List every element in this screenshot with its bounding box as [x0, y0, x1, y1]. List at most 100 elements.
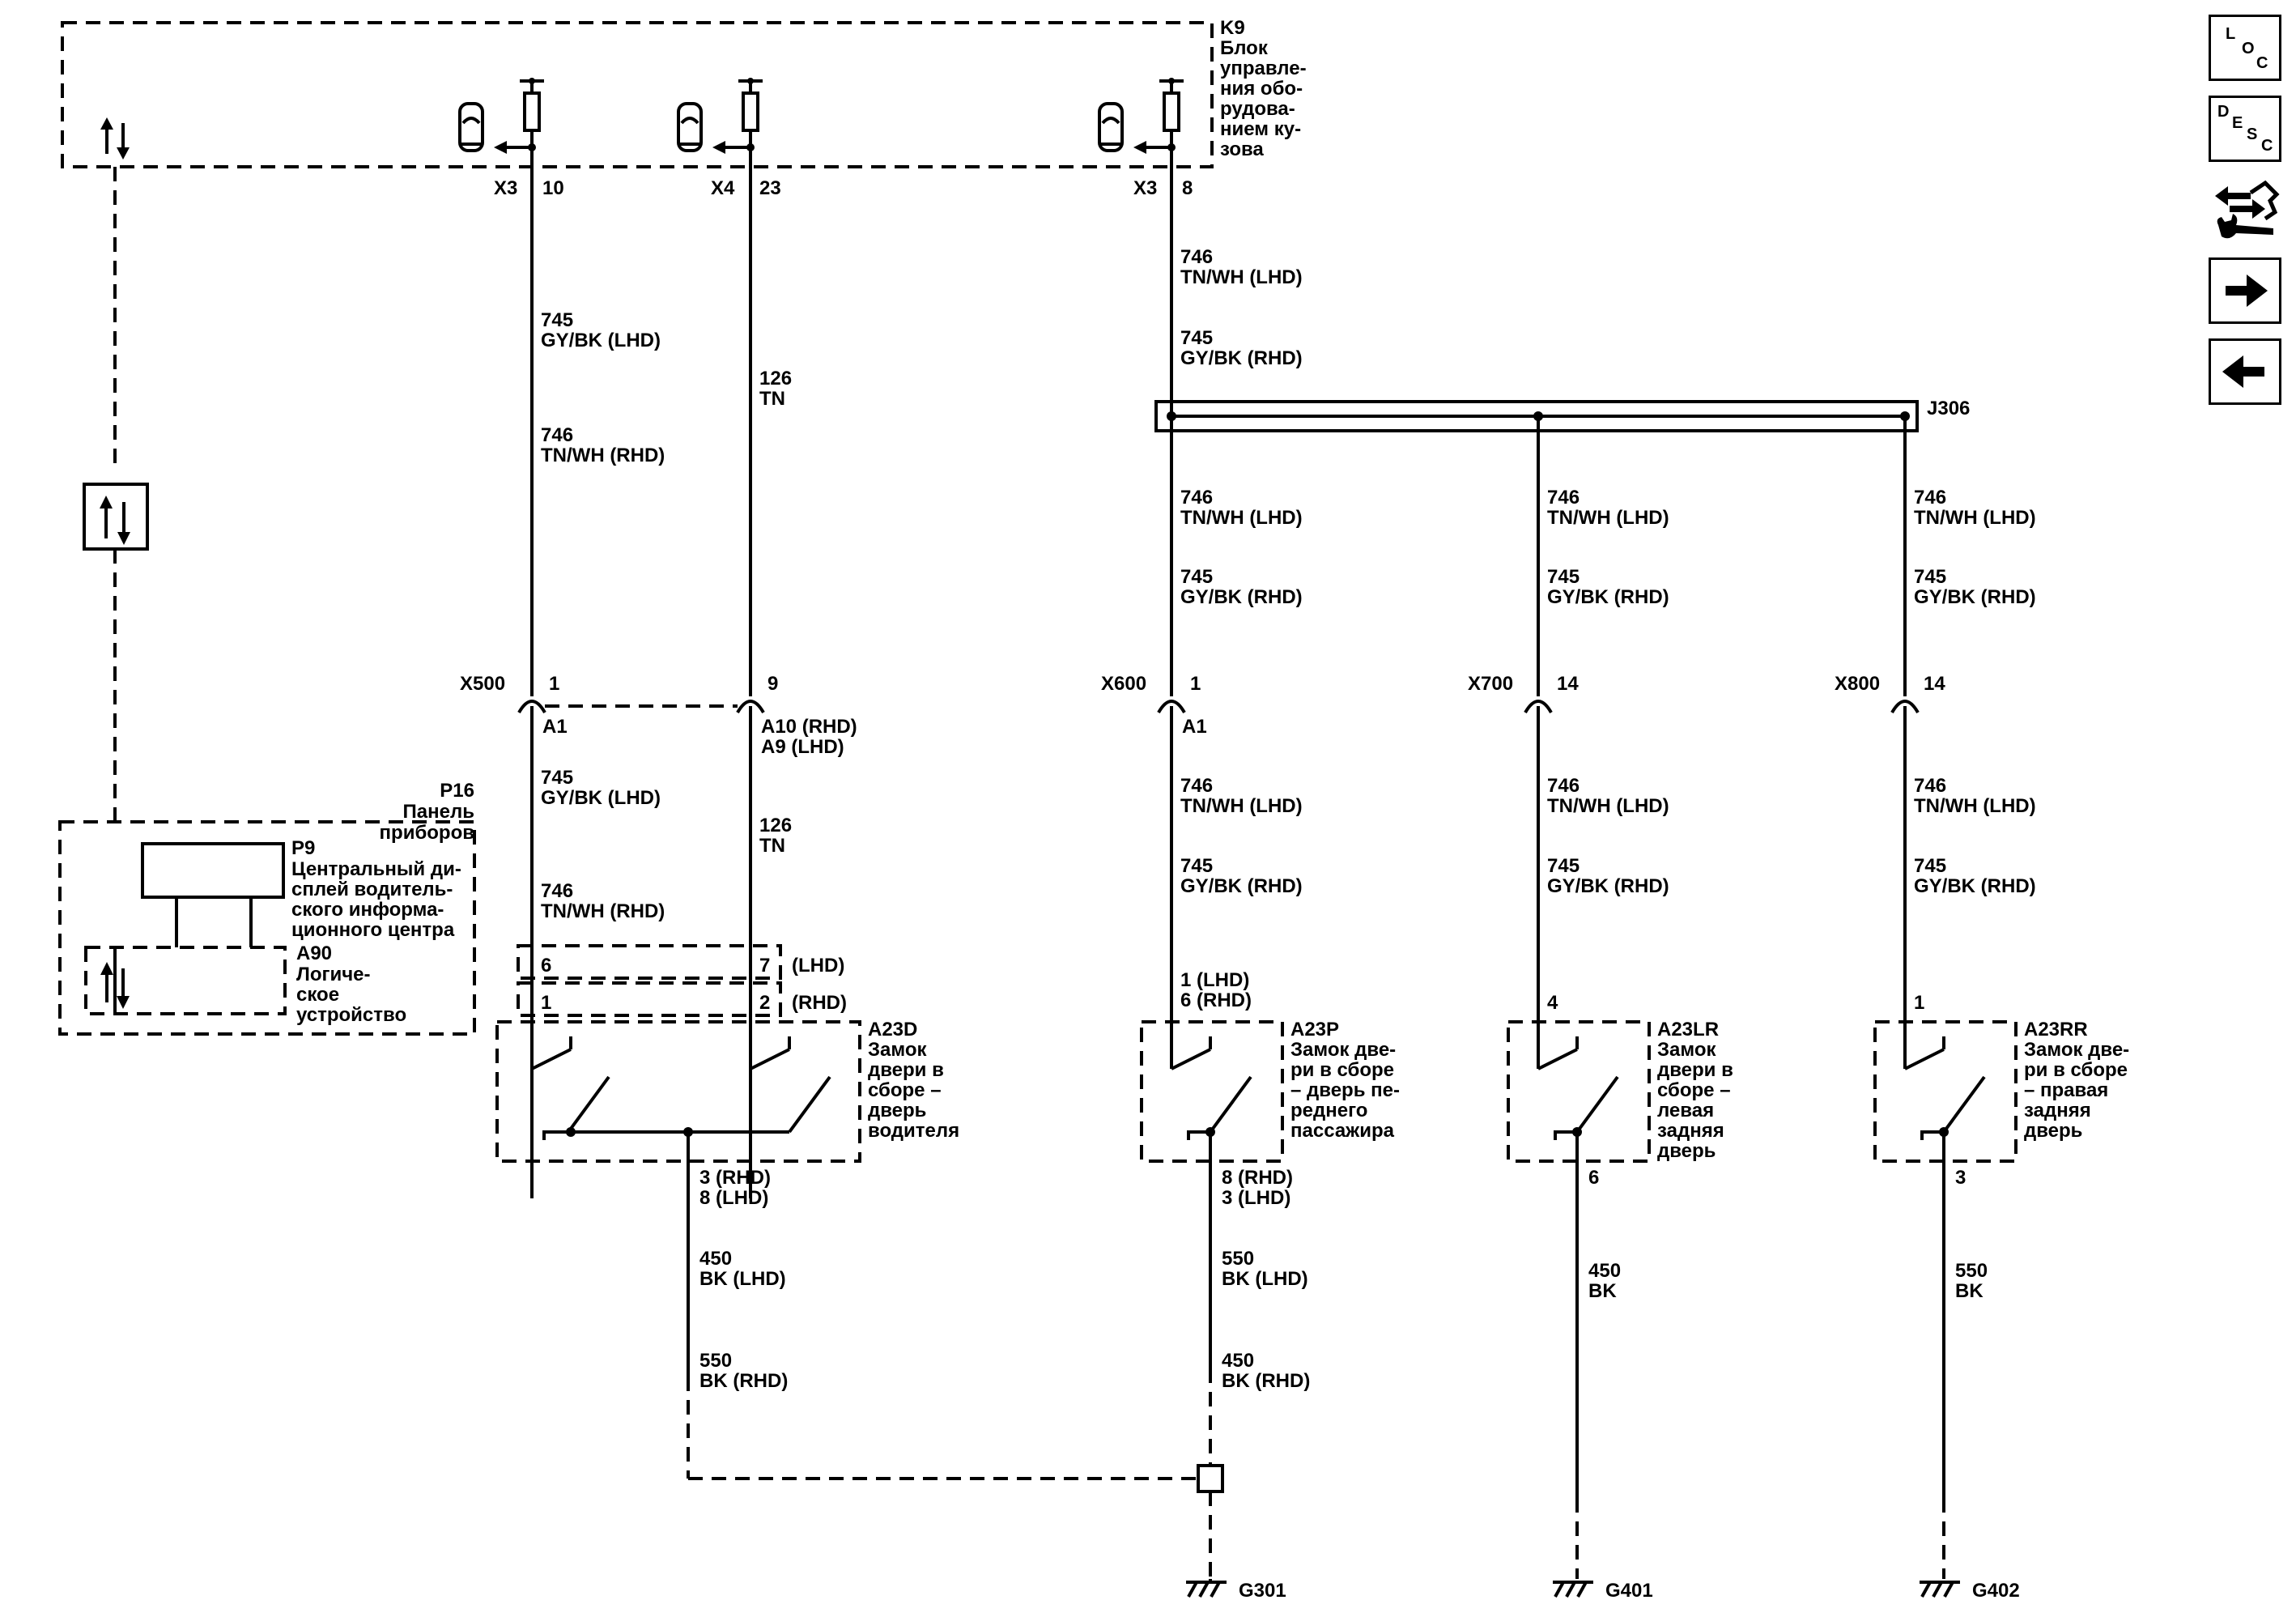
svg-text:745: 745 [1914, 855, 1946, 877]
svg-text:TN/WH (LHD): TN/WH (LHD) [1180, 795, 1303, 817]
ground-icon [1553, 1581, 1593, 1598]
arrow-right-icon [2226, 274, 2268, 307]
svg-text:BK: BK [1588, 1280, 1617, 1302]
svg-text:550: 550 [1955, 1260, 1988, 1282]
svg-text:ского информа-: ского информа- [291, 899, 444, 921]
k9-output-driver-1 [494, 78, 544, 154]
pin-label: 8 [1182, 177, 1193, 199]
ground-g301-label: G301 [1239, 1580, 1286, 1602]
svg-text:Панель: Панель [403, 801, 474, 823]
j306-label: J306 [1927, 398, 1970, 419]
pin-label: 3 (LHD) [1222, 1187, 1290, 1209]
a23d-rhd-connector [517, 981, 782, 1017]
svg-text:нием ку-: нием ку- [1220, 118, 1301, 140]
a23rr-switch [1903, 1036, 1986, 1140]
svg-text:745: 745 [541, 767, 573, 789]
pin-label: 7 [759, 955, 770, 977]
svg-text:745: 745 [1180, 566, 1213, 588]
pin-label: 6 (RHD) [1180, 989, 1252, 1011]
pin-label: 3 [1955, 1167, 1966, 1189]
k9-output-driver-2 [712, 78, 763, 154]
next-page-button[interactable] [2209, 257, 2281, 324]
pin-label: 1 [541, 992, 551, 1014]
wire-label: 450 BK [1588, 1260, 1621, 1302]
pin-label: 6 [541, 955, 551, 977]
svg-text:450: 450 [699, 1248, 732, 1270]
j306-splice [1154, 400, 1919, 432]
ground-g402-label: G402 [1972, 1580, 2020, 1602]
svg-text:TN/WH (LHD): TN/WH (LHD) [1914, 507, 2036, 529]
a23p-switch [1170, 1036, 1252, 1140]
description-button[interactable]: D E S C [2209, 96, 2281, 162]
k9-module-boundary [61, 21, 1214, 168]
pin-label: 1 [549, 673, 559, 695]
pin-label: 1 (LHD) [1180, 969, 1249, 991]
svg-text:сборе –: сборе – [1657, 1079, 1731, 1101]
svg-text:GY/BK (RHD): GY/BK (RHD) [1180, 875, 1303, 897]
p9-display [141, 842, 285, 899]
serial-data-box [83, 483, 149, 551]
a23rr-label: A23RR Замок две- ри в сборе – правая зад… [2024, 1019, 2129, 1142]
svg-text:746: 746 [1180, 487, 1213, 509]
pin-label: 1 [1190, 673, 1201, 695]
serial-data-icon [100, 962, 130, 1009]
pin-label: 14 [1924, 673, 1945, 695]
svg-text:P16: P16 [440, 780, 474, 802]
a90-label: A90 Логиче- ское устройство [296, 943, 406, 1026]
ground-g401-label: G401 [1605, 1580, 1653, 1602]
repair-diagnostic-button[interactable] [2209, 177, 2281, 243]
svg-text:рудова-: рудова- [1220, 98, 1295, 120]
a23d-label: A23D Замок двери в сборе – дверь водител… [868, 1019, 959, 1142]
svg-text:Замок: Замок [1657, 1039, 1716, 1061]
svg-text:Центральный ди-: Центральный ди- [291, 858, 461, 880]
a90-module-boundary [84, 946, 287, 1015]
svg-text:Замок: Замок [868, 1039, 927, 1061]
svg-text:745: 745 [1180, 855, 1213, 877]
svg-text:TN: TN [759, 388, 785, 410]
svg-text:BK (LHD): BK (LHD) [699, 1268, 786, 1290]
svg-text:ри в сборе: ри в сборе [1290, 1059, 1394, 1081]
svg-text:TN/WH (RHD): TN/WH (RHD) [541, 445, 665, 466]
svg-text:дверь: дверь [1657, 1140, 1716, 1162]
a23d-module-boundary [495, 1020, 861, 1163]
pin-label: A1 [1182, 716, 1207, 738]
splice-point [1533, 411, 1543, 421]
door-lock-icon [1098, 102, 1124, 152]
svg-text:745: 745 [1547, 855, 1580, 877]
pin-label: 6 [1588, 1167, 1599, 1189]
pin-label: 2 [759, 992, 770, 1014]
previous-page-button[interactable] [2209, 338, 2281, 405]
connector-x600-label: X600 [1101, 673, 1146, 695]
pin-label: A1 [542, 716, 568, 738]
wire-label: 746 TN/WH (LHD) 745 GY/BK (RHD) [1180, 775, 1303, 897]
arrow-left-icon [2222, 355, 2264, 388]
pin-label: (RHD) [792, 992, 847, 1014]
k9-output-driver-3 [1133, 78, 1184, 154]
svg-text:GY/BK (RHD): GY/BK (RHD) [1180, 586, 1303, 608]
svg-text:A23RR: A23RR [2024, 1019, 2088, 1040]
door-unlock-icon [677, 102, 703, 152]
inline-connector [1524, 700, 1553, 1053]
svg-text:BK: BK [1955, 1280, 1983, 1302]
svg-text:GY/BK (RHD): GY/BK (RHD) [1914, 875, 2036, 897]
svg-text:746: 746 [1180, 775, 1213, 797]
svg-text:TN/WH (LHD): TN/WH (LHD) [1547, 507, 1669, 529]
svg-text:зова: зова [1220, 138, 1264, 160]
location-button[interactable]: L O C [2209, 15, 2281, 81]
p9-label: P9 Центральный ди- сплей водитель- ского… [291, 837, 461, 941]
svg-text:450: 450 [1588, 1260, 1621, 1282]
k9-label: K9 Блок управле- ния обо- рудова- нием к… [1220, 17, 1307, 160]
svg-text:746: 746 [541, 424, 573, 446]
svg-text:BK (RHD): BK (RHD) [1222, 1370, 1310, 1392]
connector-x4-label: X4 [711, 177, 735, 199]
pin-label: 10 [542, 177, 564, 199]
a23lr-switch [1537, 1036, 1619, 1140]
svg-text:GY/BK (RHD): GY/BK (RHD) [1180, 347, 1303, 369]
svg-text:дверь: дверь [2024, 1120, 2082, 1142]
svg-text:TN/WH (LHD): TN/WH (LHD) [1547, 795, 1669, 817]
svg-text:управле-: управле- [1220, 57, 1307, 79]
svg-text:P9: P9 [291, 837, 315, 859]
svg-text:задняя: задняя [2024, 1100, 2091, 1121]
svg-text:746: 746 [1914, 487, 1946, 509]
